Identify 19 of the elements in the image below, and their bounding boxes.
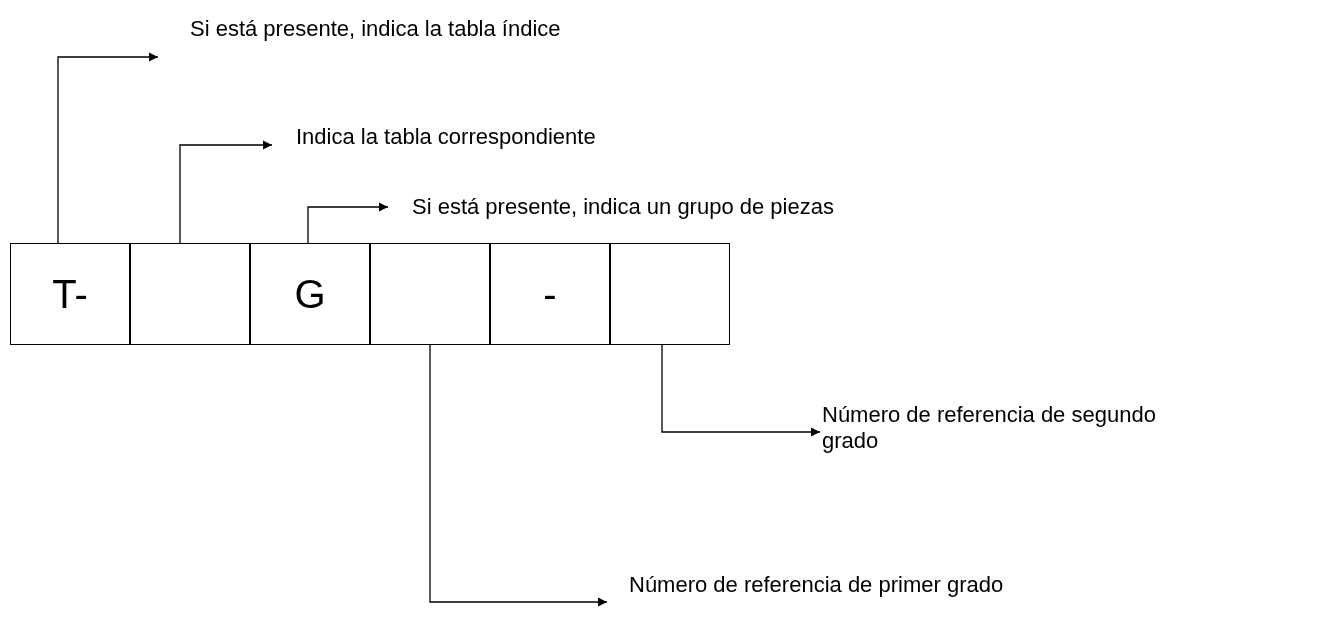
cell-symbol: G <box>294 271 326 317</box>
annotation-text: Si está presente, indica un grupo de piezas <box>412 194 834 219</box>
annotation-text: Número de referencia de segundo grado <box>822 402 1156 453</box>
code-cell <box>130 243 250 345</box>
code-cell <box>490 243 610 345</box>
arrow <box>661 344 821 437</box>
cell-symbol: - <box>543 271 557 317</box>
annotation-text: Número de referencia de primer grado <box>629 572 1004 597</box>
code-cell <box>610 243 730 345</box>
arrow <box>57 52 159 244</box>
annotation-text: Indica la tabla correspondiente <box>296 124 596 149</box>
code-cell <box>250 243 370 345</box>
cell-symbol: T- <box>52 271 88 317</box>
arrow <box>429 344 608 607</box>
annotation-text: Si está presente, indica la tabla índice <box>190 16 561 41</box>
code-cell <box>10 243 130 345</box>
code-cell <box>370 243 490 345</box>
arrow <box>307 202 389 244</box>
arrow <box>179 140 273 244</box>
